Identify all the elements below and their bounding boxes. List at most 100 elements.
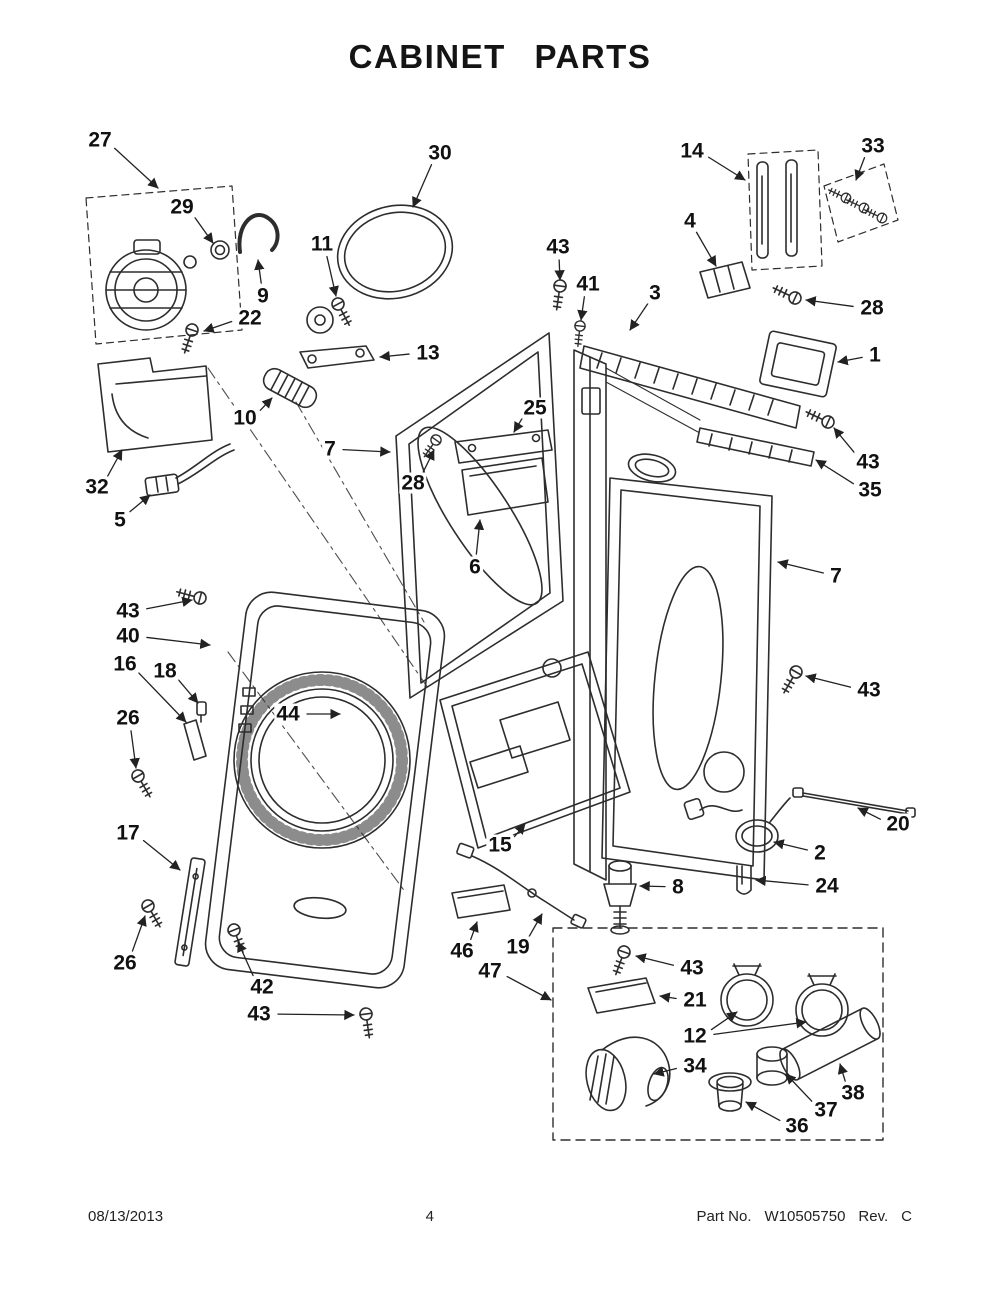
part-callout-43: 43 [854, 450, 882, 474]
part-callout-17: 17 [114, 821, 142, 845]
part-callout-22: 22 [236, 306, 264, 330]
leader-line [695, 231, 717, 267]
part-callout-43: 43 [544, 235, 572, 259]
leader-line [639, 881, 666, 892]
drive-belt [336, 204, 454, 300]
part-callout-26: 26 [111, 951, 139, 975]
leader-line [833, 427, 856, 454]
screw [139, 897, 166, 931]
part-callout-43: 43 [678, 956, 706, 980]
side-trim [183, 719, 207, 761]
leader-line [755, 875, 809, 887]
footer-part-number: W10505750 [764, 1208, 846, 1225]
vent-collar-flanged [708, 1072, 752, 1112]
leader-line [659, 992, 677, 1003]
motor-bracket [97, 357, 213, 453]
footer-part-info: Part No. W10505750 Rev. C [696, 1208, 912, 1225]
leader-line [177, 679, 199, 704]
bulkhead-brackets [454, 429, 553, 516]
part-callout-2: 2 [812, 841, 828, 865]
part-callout-5: 5 [112, 508, 128, 532]
part-callout-4: 4 [682, 209, 698, 233]
leader-line [506, 975, 552, 1001]
vent-elbow [585, 1036, 671, 1112]
vent-clamp-b [795, 973, 849, 1037]
leader-line [138, 672, 187, 723]
footer-page-number: 4 [425, 1208, 434, 1225]
part-callout-3: 3 [647, 281, 663, 305]
part-callout-10: 10 [231, 406, 259, 430]
screw [358, 1006, 377, 1040]
part-callout-1: 1 [867, 343, 883, 367]
part-callout-28: 28 [399, 471, 427, 495]
vent-plate [587, 977, 656, 1014]
part-callout-28: 28 [858, 296, 886, 320]
leader-line [554, 259, 565, 281]
screw [778, 663, 805, 697]
screw [549, 278, 568, 312]
part-callout-47: 47 [476, 959, 504, 983]
lower-rail [696, 427, 815, 467]
leader-line [745, 1101, 781, 1122]
leader-line [379, 350, 410, 362]
part-callout-38: 38 [839, 1081, 867, 1105]
leader-line [342, 446, 391, 457]
part-callout-27: 27 [86, 128, 114, 152]
part-callout-44: 44 [274, 702, 302, 726]
leader-line [577, 296, 588, 321]
leader-line [129, 494, 151, 513]
screw [329, 295, 356, 329]
part-callout-40: 40 [114, 624, 142, 648]
vent-clamp-a [720, 963, 774, 1027]
leader-line [468, 921, 479, 941]
leader-line [326, 255, 339, 297]
part-callout-11: 11 [308, 232, 336, 256]
leader-line [635, 953, 675, 966]
rear-access-panel [759, 330, 837, 398]
part-callout-30: 30 [426, 141, 454, 165]
leader-line [857, 807, 882, 820]
part-callout-15: 15 [486, 833, 514, 857]
leader-line [113, 147, 159, 189]
part-callout-32: 32 [83, 475, 111, 499]
part-callout-13: 13 [414, 341, 442, 365]
part-callout-20: 20 [884, 812, 912, 836]
leader-line [129, 730, 140, 769]
leader-line [629, 303, 649, 331]
alignment-lines [207, 367, 429, 894]
top-rail [579, 345, 801, 429]
wire-connector [144, 443, 235, 497]
vent-kit-box [552, 927, 884, 1141]
clip-kit [823, 163, 899, 243]
hinge-strip [174, 857, 206, 967]
part-callout-6: 6 [467, 555, 483, 579]
screw [802, 405, 837, 431]
footer-rev-label: Rev. [858, 1208, 889, 1225]
rear-bracket-strips [747, 149, 823, 271]
leader-line [805, 673, 852, 688]
footer-date: 08/13/2013 [88, 1208, 164, 1225]
clip [196, 701, 207, 723]
screw [861, 204, 890, 226]
leader-line [193, 216, 214, 244]
vent-pipe [779, 1007, 881, 1081]
part-callout-12: 12 [681, 1024, 709, 1048]
terminal-block [699, 261, 751, 299]
leveling-leg [603, 860, 637, 935]
leader-line [777, 559, 825, 574]
part-callout-43: 43 [114, 599, 142, 623]
part-callout-46: 46 [448, 939, 476, 963]
part-callout-42: 42 [248, 975, 276, 999]
leader-line [142, 839, 181, 871]
part-callout-16: 16 [111, 652, 139, 676]
leader-line [708, 156, 746, 181]
cord-clip [736, 865, 752, 895]
leader-line [146, 636, 211, 649]
support-roller [262, 367, 318, 409]
part-callout-33: 33 [859, 134, 887, 158]
motor-assembly [85, 185, 243, 345]
part-callout-8: 8 [670, 875, 686, 899]
part-callout-43: 43 [245, 1002, 273, 1026]
